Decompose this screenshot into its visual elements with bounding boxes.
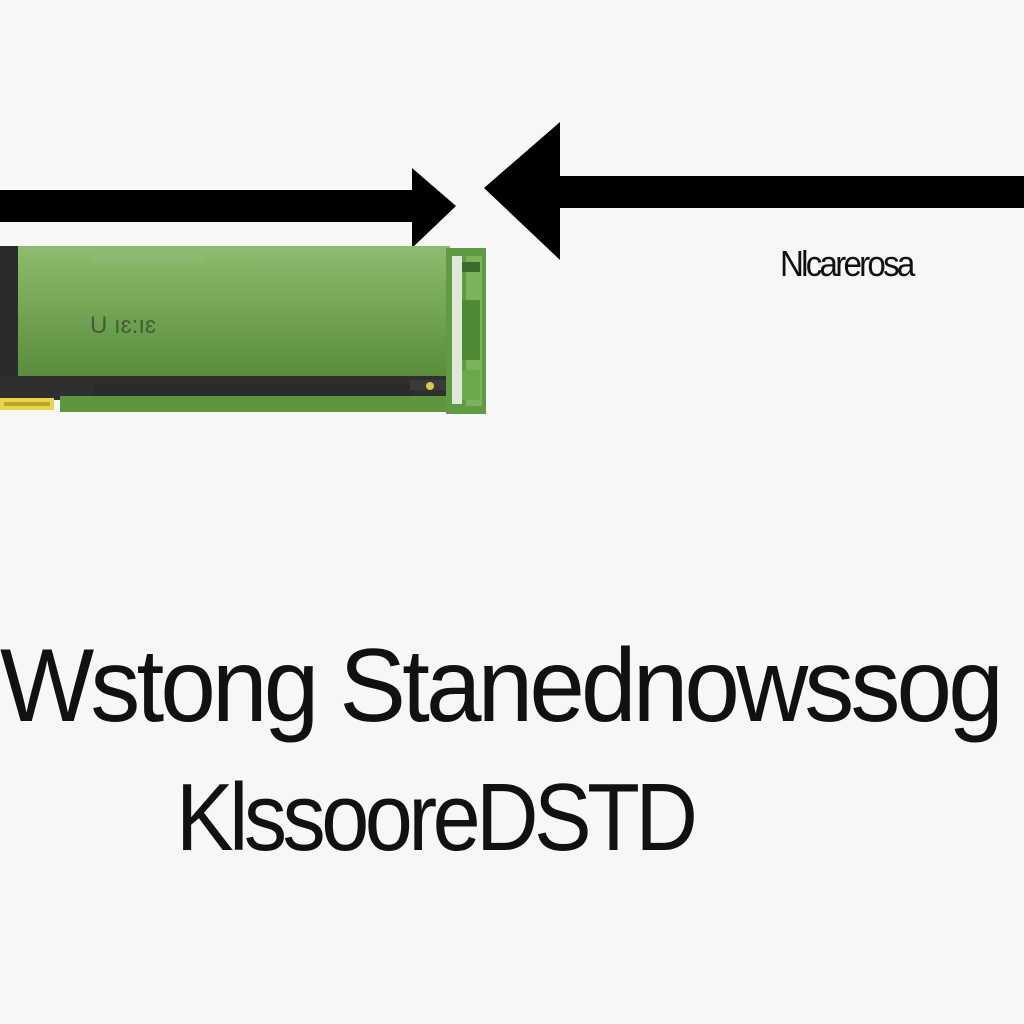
arrow-right-icon — [0, 168, 456, 248]
side-label: Nlcarerosa — [780, 243, 915, 284]
arrow-left-icon — [484, 122, 1024, 260]
caption-line-2: KlssooreDSTD — [176, 764, 698, 871]
caption-line-1: Wstong Stanednowssog — [0, 628, 1004, 744]
expansion-card-icon — [0, 246, 486, 414]
card-label: U ıɛ:ıɛ — [90, 312, 157, 339]
